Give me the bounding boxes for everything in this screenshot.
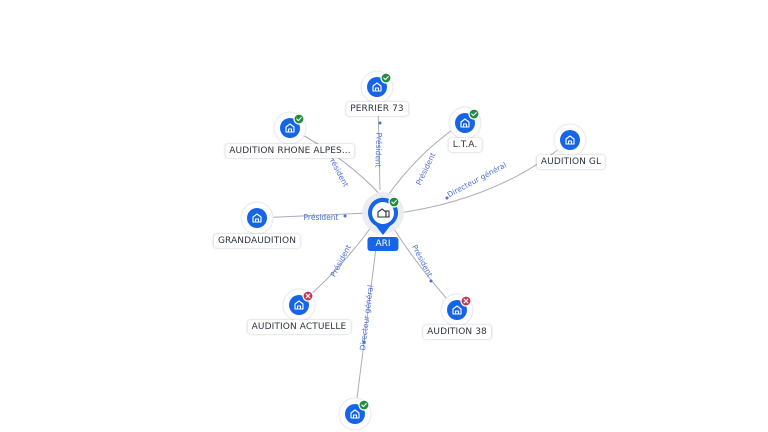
node-actuelle[interactable] [282, 288, 316, 322]
node-label-lta: L.T.A. [448, 138, 482, 152]
building-icon [377, 208, 390, 218]
node-label-a38: AUDITION 38 [423, 325, 491, 339]
edge-arrows [343, 121, 449, 344]
edge-labels: Président Président Président Directeur … [304, 132, 508, 350]
node-lta[interactable] [448, 106, 482, 140]
check-icon [468, 108, 480, 120]
center-node[interactable] [362, 192, 404, 235]
cross-icon [460, 295, 472, 307]
check-icon [380, 72, 392, 84]
node-label-rhone: AUDITION RHONE ALPES... [225, 144, 355, 158]
node-bottom[interactable] [338, 397, 372, 431]
edge-label-bottom: Directeur général [358, 284, 375, 350]
edge-label-perrier: Président [373, 132, 383, 167]
edge-perrier [377, 101, 381, 191]
edge-gl [391, 139, 571, 215]
node-label-actuelle: AUDITION ACTUELLE [247, 320, 351, 334]
edge-label-grand: Président [304, 213, 339, 222]
edge-label-lta: Président [414, 151, 437, 186]
node-label-grand: GRANDAUDITION [213, 234, 301, 248]
check-icon [358, 399, 370, 411]
cross-icon [302, 290, 314, 302]
check-icon [293, 113, 305, 125]
node-grand[interactable] [240, 201, 274, 235]
node-perrier[interactable] [360, 70, 394, 104]
check-icon [388, 196, 400, 208]
edge-label-rhone: Président [326, 153, 350, 188]
node-label-perrier: PERRIER 73 [346, 102, 408, 116]
edge-bottom [354, 239, 378, 415]
node-gl[interactable] [553, 123, 587, 157]
node-a38[interactable] [440, 293, 474, 327]
edge-grand [256, 212, 369, 219]
node-label-gl: AUDITION GL [536, 155, 606, 169]
edges [256, 101, 571, 415]
edge-label-actuelle: Président [329, 243, 353, 278]
node-rhone[interactable] [273, 111, 307, 145]
center-node-label: ARI [367, 237, 399, 251]
edge-label-a38: Président [410, 243, 434, 278]
